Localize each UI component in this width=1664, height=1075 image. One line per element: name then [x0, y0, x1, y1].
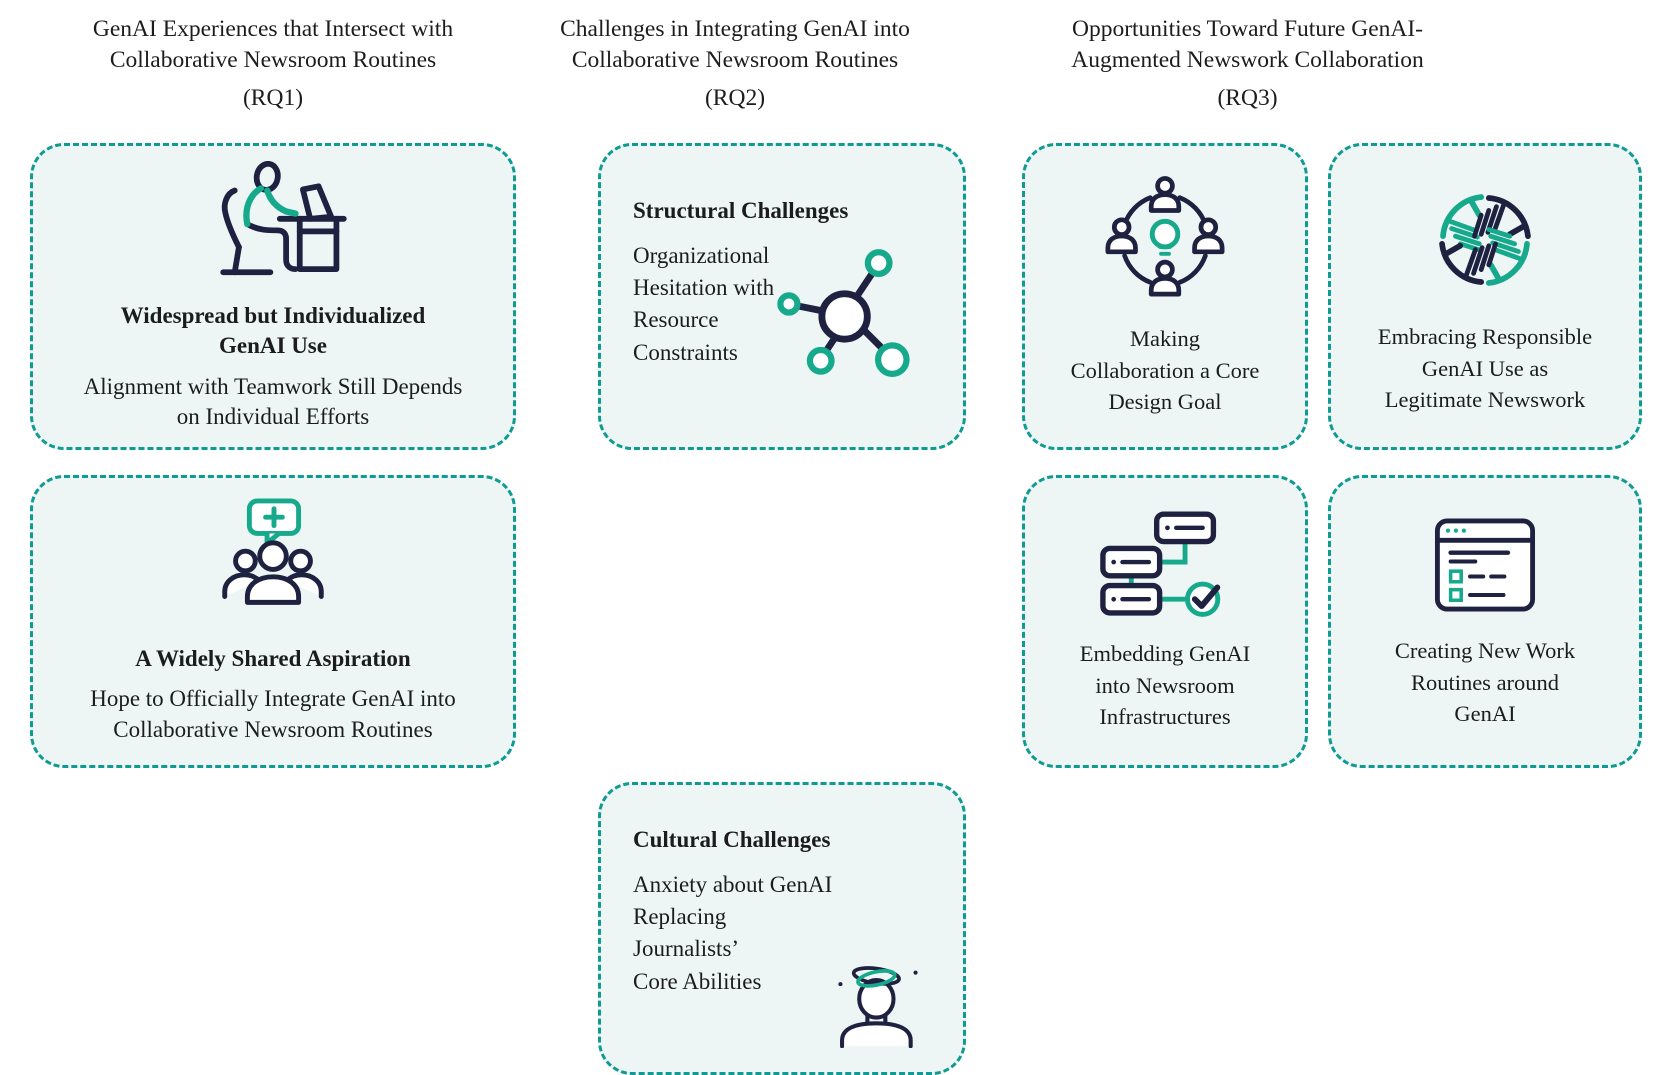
column-header-rq3: Opportunities Toward Future GenAI- Augme…: [1020, 14, 1475, 112]
column-title-rq3: Opportunities Toward Future GenAI- Augme…: [1071, 16, 1424, 73]
card-subtitle: Alignment with Teamwork Still Depends on…: [83, 373, 463, 429]
column-title-rq2: Challenges in Integrating GenAI into Col…: [560, 16, 910, 73]
rq1-label: (RQ1): [242, 85, 304, 112]
card-structural-challenges: Structural Challenges Organizational Hes…: [598, 143, 966, 450]
card-label: Embedding GenAI into Newsroom Infrastruc…: [1079, 641, 1251, 730]
card-body: Organizational Hesitation with Resource …: [633, 243, 775, 365]
card-widely-shared-aspiration: A Widely Shared Aspiration Hope to Offic…: [30, 475, 516, 768]
team-plus-bubble-icon: [212, 498, 334, 628]
column-header-rq2: Challenges in Integrating GenAI into Col…: [530, 14, 940, 112]
card-title: Cultural Challenges: [633, 827, 831, 852]
dizzy-journalist-icon: [829, 948, 927, 1049]
card-title: A Widely Shared Aspiration: [135, 645, 411, 671]
card-widespread-individualized-use: Widespread but Individualized GenAI Use …: [30, 143, 516, 450]
card-responsible-genai-use: Embracing Responsible GenAI Use as Legit…: [1328, 143, 1642, 450]
person-at-desk-icon: [197, 160, 349, 285]
figure-canvas: { "figure": { "columns": [ { "title": "G…: [30, 14, 1642, 1075]
column-title-rq1: GenAI Experiences that Intersect with Co…: [92, 16, 454, 73]
card-embedding-genai-infrastructures: Embedding GenAI into Newsroom Infrastruc…: [1022, 475, 1308, 768]
rq2-label: (RQ2): [704, 85, 766, 112]
card-title: Widespread but Individualized GenAI Use: [120, 302, 426, 359]
column-header-rq1: GenAI Experiences that Intersect with Co…: [30, 14, 516, 112]
network-nodes-icon: [773, 246, 923, 396]
card-collaboration-design-goal: Making Collaboration a Core Design Goal: [1022, 143, 1308, 450]
card-label: Creating New Work Routines around GenAI: [1394, 638, 1576, 727]
card-new-work-routines: Creating New Work Routines around GenAI: [1328, 475, 1642, 768]
card-label: Embracing Responsible GenAI Use as Legit…: [1377, 324, 1593, 413]
card-label: Making Collaboration a Core Design Goal: [1070, 326, 1260, 415]
people-around-idea-icon: [1100, 175, 1230, 305]
app-checklist-icon: [1433, 513, 1537, 617]
workflow-check-icon: [1099, 510, 1231, 620]
rq3-label: (RQ3): [1217, 85, 1278, 112]
card-cultural-challenges: Cultural Challenges Anxiety about GenAI …: [598, 782, 966, 1075]
card-title: Structural Challenges: [633, 198, 849, 223]
interlocking-hands-icon: [1422, 177, 1548, 303]
card-subtitle: Hope to Officially Integrate GenAI into …: [90, 686, 456, 742]
